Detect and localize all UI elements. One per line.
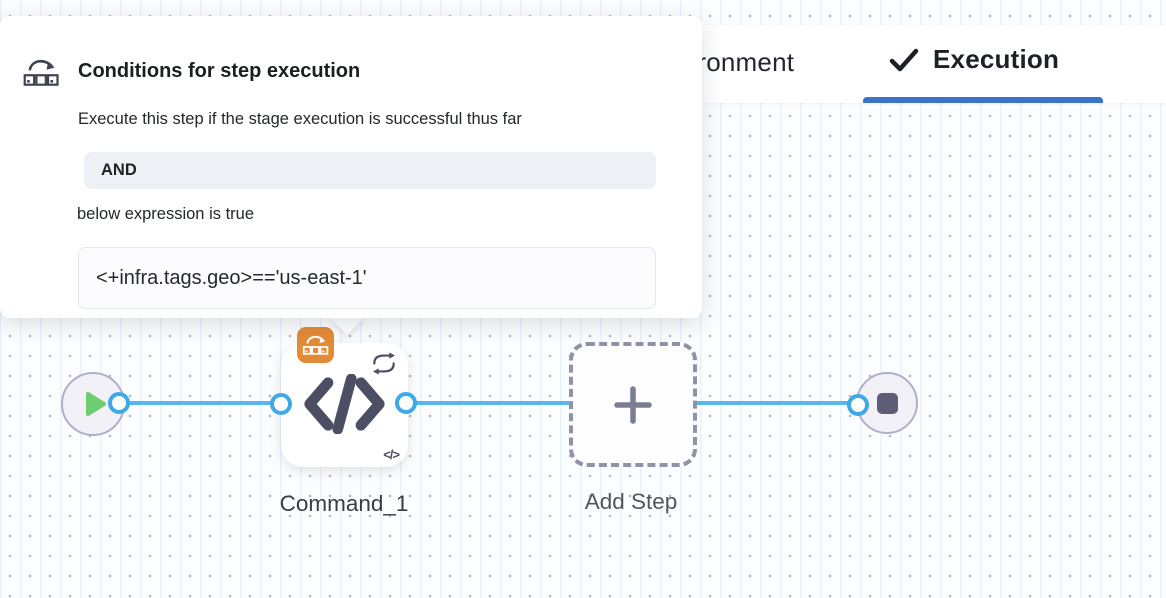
plus-icon xyxy=(614,385,652,424)
conditional-execution-icon xyxy=(22,56,60,94)
conditional-execution-icon xyxy=(302,335,329,355)
looping-strategy-icon xyxy=(369,352,399,380)
add-step-node[interactable] xyxy=(569,342,697,467)
tab-execution-label: Execution xyxy=(933,44,1060,74)
check-icon xyxy=(889,48,919,72)
step-label-add-step: Add Step xyxy=(584,489,678,514)
port-end-in[interactable] xyxy=(847,394,869,416)
edge-start-to-command xyxy=(117,401,283,405)
port-start-out[interactable] xyxy=(108,392,130,414)
step-label-command: Command_1 xyxy=(279,491,409,516)
expression-box: <+infra.tags.geo>=='us-east-1' xyxy=(78,247,656,309)
popover-title: Conditions for step execution xyxy=(78,60,361,82)
port-command-out[interactable] xyxy=(395,392,417,414)
play-icon xyxy=(85,392,106,416)
edge-command-to-addstep xyxy=(404,401,571,405)
condition-intro-text: below expression is true xyxy=(77,205,255,223)
port-command-in[interactable] xyxy=(270,393,292,415)
expression-text: <+infra.tags.geo>=='us-east-1' xyxy=(96,267,367,289)
stop-icon xyxy=(876,392,898,414)
tab-execution[interactable]: Execution xyxy=(889,44,1059,75)
mini-code-icon: </> xyxy=(383,447,400,462)
operator-badge: AND xyxy=(84,152,656,189)
code-icon xyxy=(303,373,386,439)
active-tab-underline xyxy=(863,97,1103,103)
step-node-command[interactable]: </> xyxy=(281,327,408,467)
popover-subtitle: Execute this step if the stage execution… xyxy=(78,110,522,128)
edge-addstep-to-end xyxy=(695,401,860,405)
conditions-popover: Conditions for step execution Execute th… xyxy=(0,16,702,318)
conditional-execution-badge[interactable] xyxy=(297,327,334,363)
